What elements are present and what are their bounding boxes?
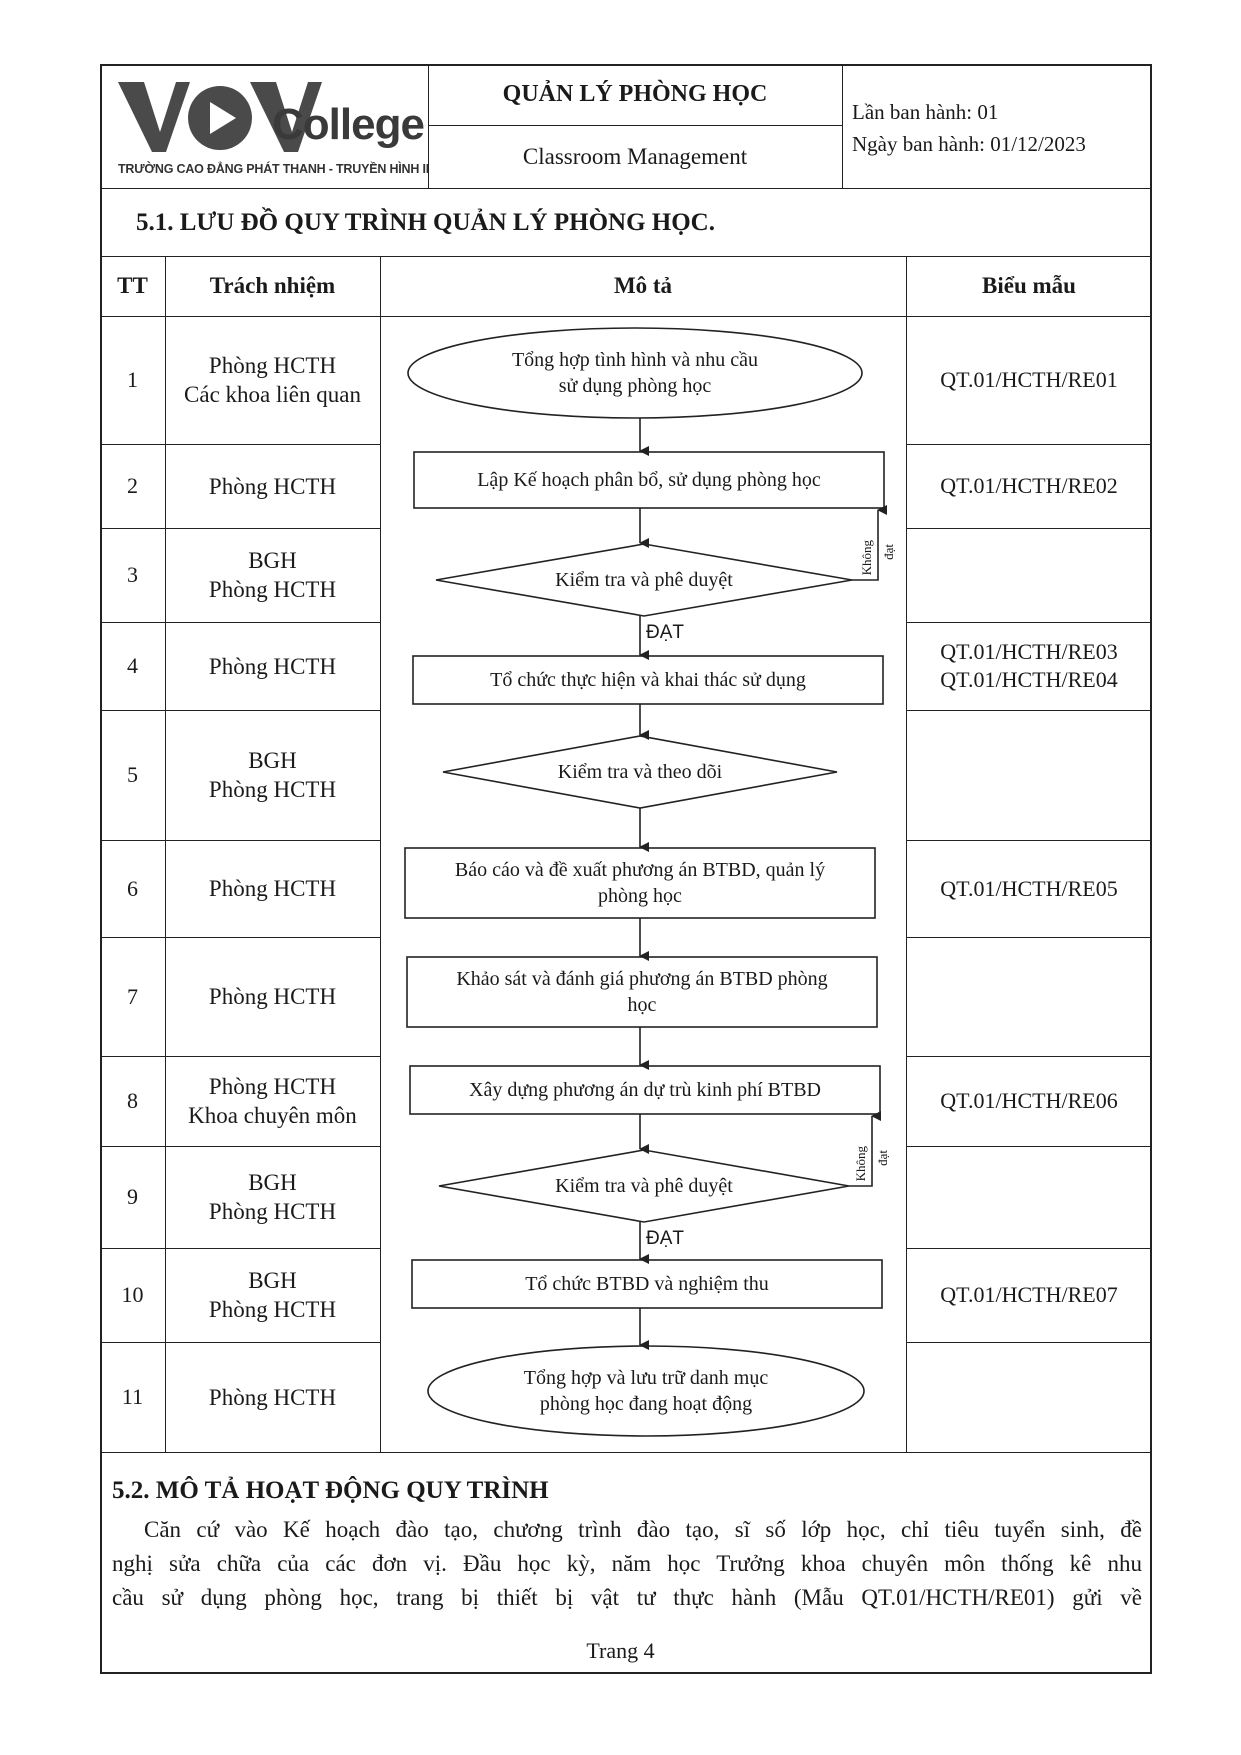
row-responsibility: Phòng HCTH — [208, 876, 337, 901]
row-form-code — [906, 1146, 1152, 1248]
flow-box-step-7 — [406, 956, 878, 1028]
flow-step-text: Tổ chức thực hiện và khai thác sử dụng — [490, 669, 806, 691]
row-number: 3 — [127, 562, 138, 587]
flow-feedback-arrow — [849, 1111, 881, 1187]
row-form-code: QT.01/HCTH/RE01 — [940, 367, 1118, 392]
row-number: 7 — [127, 983, 138, 1009]
issue-date: Ngày ban hành: 01/12/2023 — [852, 132, 1086, 156]
row-form-code: QT.01/HCTH/RE07 — [940, 1282, 1118, 1307]
doc-subtitle: Classroom Management — [522, 143, 748, 169]
flow-box-step-10 — [411, 1259, 883, 1309]
table-header-tt: TT — [117, 273, 148, 298]
issue-number: Lần ban hành: 01 — [852, 100, 999, 124]
logo-college-text: College — [272, 100, 425, 149]
page-frame — [100, 64, 1152, 1674]
row-number: 8 — [127, 1088, 138, 1113]
logo-school-name: TRƯỜNG CAO ĐẲNG PHÁT THANH - TRUYỀN HÌNH… — [118, 162, 430, 176]
row-responsibility: Phòng HCTH — [208, 984, 337, 1009]
row-responsibility: Phòng HCTH — [208, 653, 337, 679]
row-number: 6 — [127, 875, 138, 901]
issue-info: Lần ban hành: 01 Ngày ban hành: 01/12/20… — [852, 96, 1086, 160]
row-form-code — [906, 937, 1152, 1056]
flow-step-text: Tổ chức BTBD và nghiệm thu — [525, 1273, 769, 1295]
doc-title: QUẢN LÝ PHÒNG HỌC — [502, 81, 768, 107]
row-number: 2 — [127, 473, 138, 498]
flow-box-step-4 — [412, 655, 884, 705]
row-number: 4 — [127, 653, 138, 678]
row-number: 5 — [127, 762, 138, 787]
flow-feedback-arrow — [852, 505, 887, 581]
flow-step-text: Khảo sát và đánh giá phương án BTBD phòn… — [456, 968, 828, 1016]
flow-step-text: Báo cáo và đề xuất phương án BTBD, quản … — [454, 859, 826, 907]
flow-oval-step-1 — [407, 327, 863, 419]
row-form-code — [906, 528, 1152, 622]
row-responsibility: Phòng HCTH — [208, 1384, 337, 1410]
section-2-line: nghị sửa chữa của các đơn vị. Đầu học kỳ… — [112, 1551, 1142, 1576]
flow-decision-step-5 — [442, 735, 838, 809]
section-1-heading: 5.1. LƯU ĐỒ QUY TRÌNH QUẢN LÝ PHÒNG HỌC. — [136, 209, 715, 236]
section-2-line: cầu sử dụng phòng học, trang bị thiết bị… — [112, 1585, 1142, 1610]
table-header-form: Biểu mẫu — [982, 273, 1076, 298]
logo: College TRƯỜNG CAO ĐẲNG PHÁT THANH - TRU… — [110, 74, 430, 182]
flow-step-text: Kiểm tra và theo dõi — [557, 761, 723, 783]
flow-step-text: Kiểm tra và phê duyệt — [555, 569, 733, 591]
page-number: Trang 4 — [586, 1638, 655, 1663]
section-2-line: Căn cứ vào Kế hoạch đào tạo, chương trìn… — [144, 1517, 1142, 1542]
row-form-code — [906, 710, 1152, 840]
row-form-code — [906, 1342, 1152, 1452]
flow-step-text: Lập Kế hoạch phân bổ, sử dụng phòng học — [477, 469, 821, 491]
pass-label-step-3: ĐẠT — [646, 622, 684, 643]
feedback-label-fail-2: đạt — [875, 1150, 890, 1166]
section-2-heading: 5.2. MÔ TẢ HOẠT ĐỘNG QUY TRÌNH — [112, 1477, 549, 1504]
flow-box-step-8 — [409, 1065, 881, 1115]
feedback-label-fail-2: đạt — [881, 544, 896, 560]
feedback-label-fail: Không — [859, 540, 874, 576]
row-form-code: QT.01/HCTH/RE05 — [940, 875, 1118, 901]
feedback-label-fail: Không — [853, 1146, 868, 1182]
flow-step-text: Kiểm tra và phê duyệt — [555, 1175, 733, 1197]
table-header-description: Mô tả — [613, 273, 673, 298]
row-form-code: QT.01/HCTH/RE06 — [940, 1088, 1118, 1113]
flow-box-step-6 — [404, 847, 876, 919]
table-header-responsibility: Trách nhiệm — [209, 273, 336, 298]
row-form-code: QT.01/HCTH/RE02 — [940, 473, 1118, 498]
vov-logo-mark — [118, 82, 322, 152]
row-responsibility: Phòng HCTH — [208, 473, 337, 499]
pass-label-step-9: ĐẠT — [646, 1228, 684, 1249]
flow-step-text: Xây dựng phương án dự trù kinh phí BTBD — [469, 1079, 821, 1101]
row-number: 10 — [121, 1282, 144, 1307]
row-number: 11 — [121, 1384, 144, 1409]
row-number: 1 — [127, 367, 138, 392]
flow-box-step-2 — [413, 451, 885, 509]
row-number: 9 — [127, 1184, 138, 1209]
